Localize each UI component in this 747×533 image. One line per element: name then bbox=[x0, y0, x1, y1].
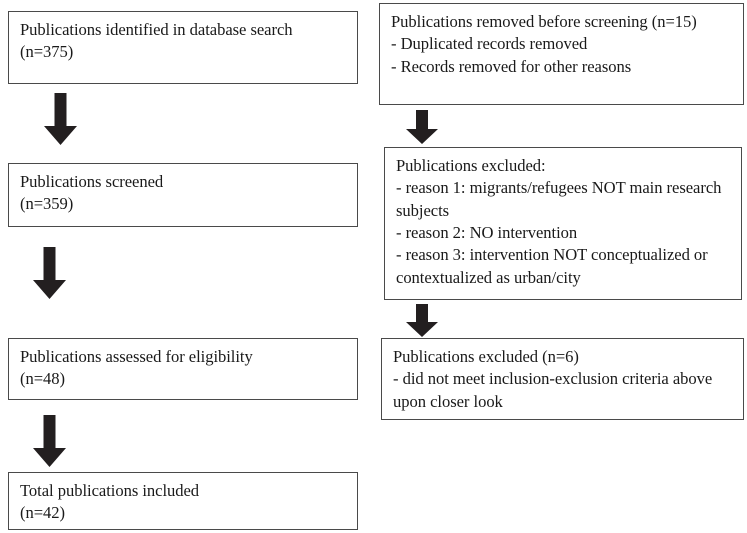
arrow-down-identified-to-screened bbox=[44, 93, 77, 145]
box-publications-screened: Publications screened (n=359) bbox=[8, 163, 358, 227]
box-publications-removed-before-screening: Publications removed before screening (n… bbox=[379, 3, 744, 105]
arrow-down-screened-to-eligibility bbox=[33, 247, 66, 299]
box-publications-excluded-reasons: Publications excluded: - reason 1: migra… bbox=[384, 147, 742, 300]
box-total-publications-included: Total publications included (n=42) bbox=[8, 472, 358, 530]
box-publications-excluded-closer-look: Publications excluded (n=6) - did not me… bbox=[381, 338, 744, 420]
box-publications-identified: Publications identified in database sear… bbox=[8, 11, 358, 84]
arrow-down-excluded-reasons-to-closer-look bbox=[406, 304, 438, 337]
box-publications-assessed-eligibility: Publications assessed for eligibility (n… bbox=[8, 338, 358, 400]
arrow-down-eligibility-to-included bbox=[33, 415, 66, 467]
arrow-down-removed-to-excluded-reasons bbox=[406, 110, 438, 144]
